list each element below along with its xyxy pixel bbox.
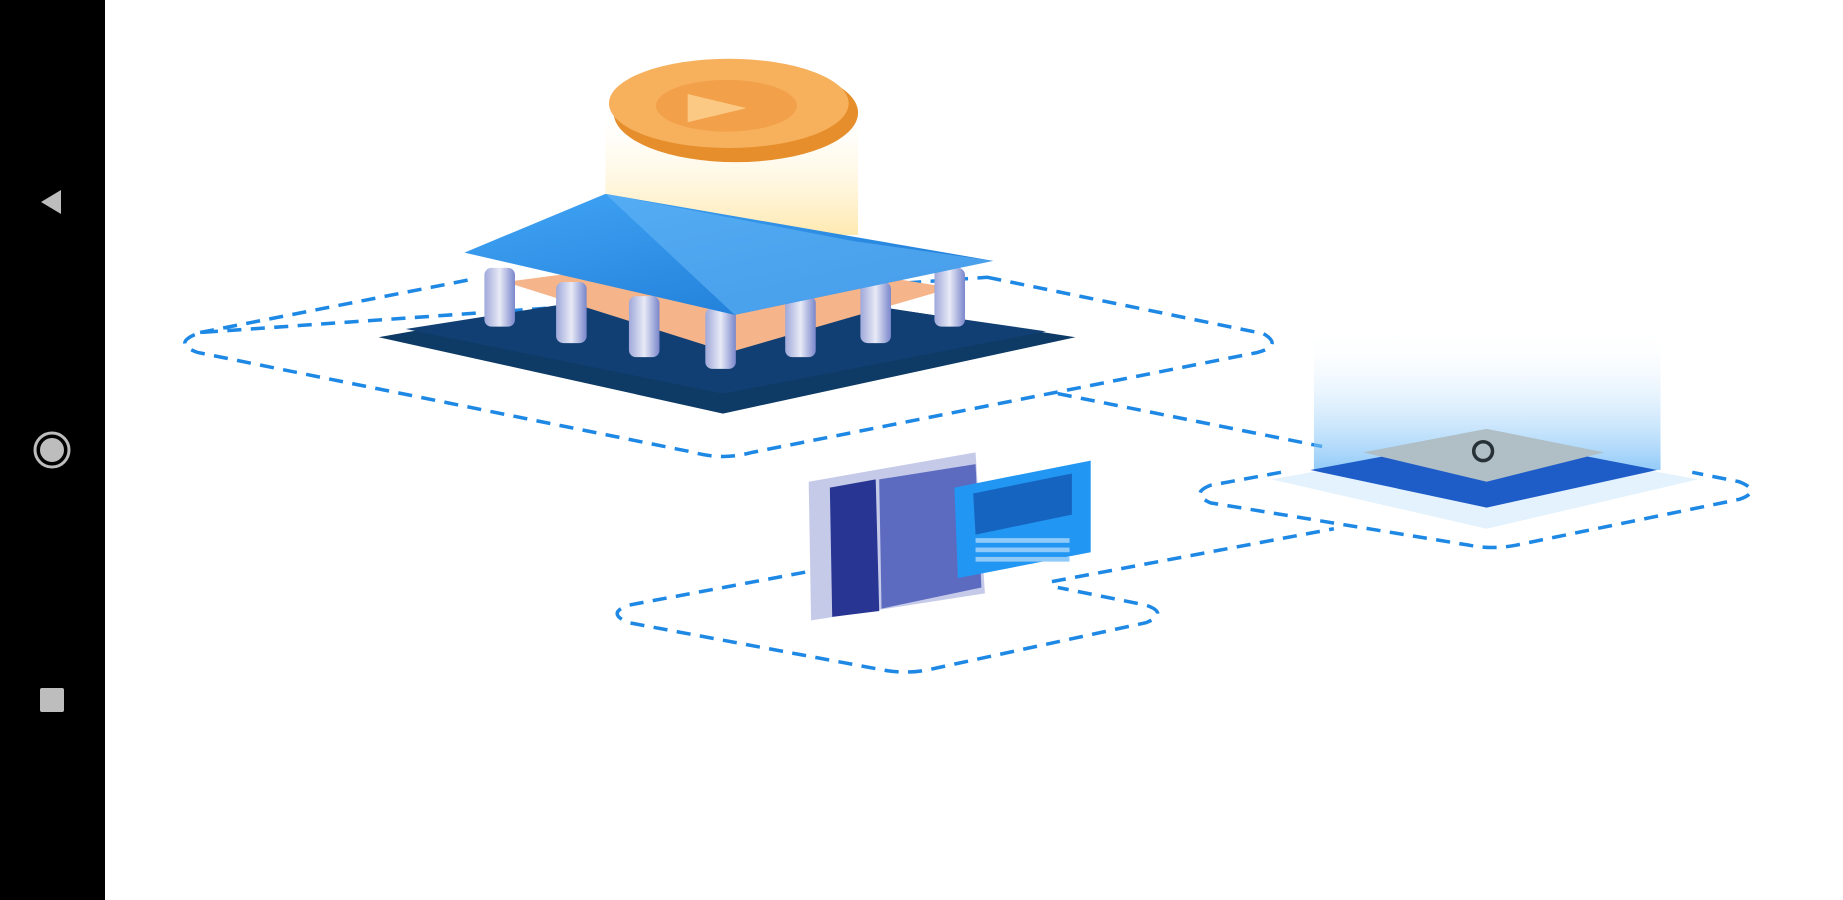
- chip: [1271, 328, 1699, 529]
- triangle-left-icon: [41, 190, 61, 214]
- recents-button[interactable]: [32, 680, 72, 720]
- bank-zone-outline: [183, 275, 1274, 459]
- terminal-zone-outline: [615, 570, 1160, 674]
- connector-bank-chip: [1057, 391, 1323, 449]
- connector-terminal-chip: [1051, 526, 1335, 584]
- chip-zone-outline: [1198, 470, 1753, 550]
- navigation-bar: [0, 0, 105, 900]
- back-button[interactable]: [32, 182, 72, 222]
- square-icon: [40, 688, 64, 712]
- home-button[interactable]: [32, 430, 72, 470]
- bank-building: [378, 193, 1076, 414]
- dashed-connectors: [183, 275, 1753, 674]
- circle-icon: [33, 431, 71, 469]
- payment-terminal: [808, 452, 1091, 621]
